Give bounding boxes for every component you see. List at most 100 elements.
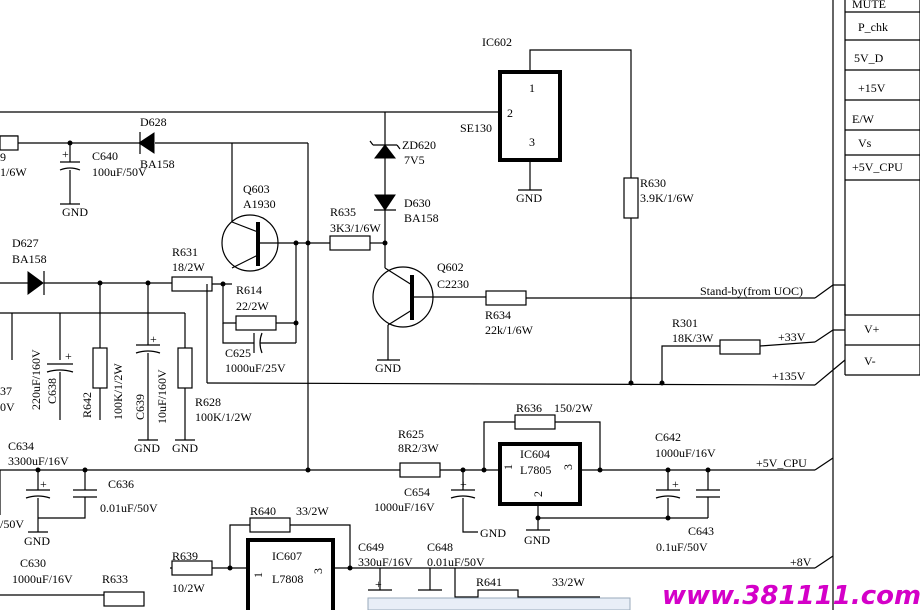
zd620-ref: ZD620 (402, 138, 436, 152)
watermark: www.381111.com (662, 581, 920, 610)
c648-val: 0.01uF/50V (427, 555, 485, 569)
conn-label-vs: Vs (858, 136, 872, 150)
c642-plus: + (672, 477, 679, 491)
ic602: IC602 SE130 1 2 3 GND (460, 35, 632, 205)
d627-val: BA158 (12, 252, 47, 266)
ic604-gnd: GND (524, 533, 550, 547)
d628-ref: D628 (140, 115, 167, 129)
c640-gnd: GND (62, 205, 88, 219)
c649-ref: C649 (358, 540, 384, 554)
bottom-strip (367, 597, 631, 610)
r625-ref: R625 (398, 427, 424, 441)
r628-ref: R628 (195, 395, 221, 409)
r628-val: 100K/1/2W (195, 410, 252, 424)
left-frag-e: /50V (0, 517, 24, 531)
ic604-ref: IC604 (520, 447, 550, 461)
rail-5v-cpu: C634 3300uF/16V + GND /50V C636 0.01uF/5… (0, 401, 815, 554)
zd620-d630-branch: ZD620 7V5 D630 BA158 (369, 112, 439, 268)
conn-label-5v-d: 5V_D (854, 51, 884, 65)
ic607-pin1: 1 (251, 572, 265, 578)
r640-ref: R640 (250, 504, 276, 518)
c634-plus: + (40, 477, 47, 491)
left-frag-d: 0V (0, 400, 15, 414)
ic604-pin2: 2 (531, 491, 545, 497)
ic604-part: L7805 (520, 463, 551, 477)
r631-ref: R631 (172, 245, 198, 259)
ic607-ref: IC607 (272, 549, 302, 563)
q603: Q603 A1930 (221, 143, 330, 272)
conn-label-5v-cpu: +5V_CPU (852, 160, 903, 174)
ic602-pin2: 2 (507, 106, 513, 120)
q602: Q602 C2230 GND (372, 260, 486, 375)
conn-label-vplus: V+ (864, 322, 880, 336)
d630-val: BA158 (404, 211, 439, 225)
left-resistor-fragment (0, 135, 19, 151)
c630-val: 1000uF/16V (12, 572, 73, 586)
c654-val: 1000uF/16V (374, 500, 435, 514)
r628-gnd: GND (172, 441, 198, 455)
c625-val: 1000uF/25V (225, 361, 286, 375)
conn-label-mute: MUTE (852, 0, 886, 11)
rail-8v-label: +8V (790, 555, 812, 569)
r631-val: 18/2W (172, 260, 205, 274)
c640-val: 100uF/50V (92, 165, 147, 179)
ic602-ref: IC602 (482, 35, 512, 49)
c654-ref: C654 (404, 485, 430, 499)
conn-label-vminus: V- (864, 354, 876, 368)
c630-ref: C630 (20, 556, 46, 570)
left-frag-a: 9 (0, 150, 6, 164)
c638-ref: C638 (45, 378, 59, 404)
d627-ref: D627 (12, 236, 39, 250)
r634-ref: R634 (485, 308, 511, 322)
r634-val: 22k/1/6W (485, 323, 534, 337)
q602-gnd: GND (375, 361, 401, 375)
c654-gnd: GND (480, 526, 506, 540)
q603-part: A1930 (243, 197, 276, 211)
r630: R630 3.9K/1/6W (623, 176, 694, 383)
c649-val: 330uF/16V (358, 555, 413, 569)
c639-plus: + (150, 332, 157, 346)
left-frag-b: 1/6W (0, 165, 27, 179)
r642-val: 100K/1/2W (111, 363, 125, 420)
rail-5v-cpu-label: +5V_CPU (756, 456, 807, 470)
d627-branch: D627 BA158 R631 18/2W R614 22/2W C625 10… (0, 236, 299, 383)
r639-val: 10/2W (172, 581, 205, 595)
r636-ref: R636 (516, 401, 542, 415)
zd620-val: 7V5 (404, 153, 425, 167)
ic602-gnd: GND (516, 191, 542, 205)
c636-val: 0.01uF/50V (100, 501, 158, 515)
c638-plus: + (65, 349, 72, 363)
r614-ref: R614 (236, 283, 262, 297)
ic602-part: SE130 (460, 121, 492, 135)
rail-135v (206, 382, 816, 386)
connector-block: MUTE P_chk 5V_D +15V E/W Vs +5V_CPU V+ V… (814, 0, 920, 610)
c625-ref: C625 (225, 346, 251, 360)
r301: R301 18K/3W +33V (661, 316, 816, 383)
r301-ref: R301 (672, 316, 698, 330)
r639-ref: R639 (172, 549, 198, 563)
q602-ref: Q602 (437, 260, 464, 274)
r640-val: 33/2W (296, 504, 329, 518)
r642-ref: R642 (80, 392, 94, 418)
standby-label: Stand-by(from UOC) (700, 284, 803, 298)
c642-ref: C642 (655, 430, 681, 444)
d628-val: BA158 (140, 157, 175, 171)
r635: R635 3K3/1/6W (329, 205, 388, 251)
ic604-pin3: 3 (561, 464, 575, 470)
c642-val: 1000uF/16V (655, 446, 716, 460)
c636-ref: C636 (108, 477, 134, 491)
c634-val: 3300uF/16V (8, 454, 69, 468)
r641-val: 33/2W (552, 575, 585, 589)
ic607-part: L7808 (272, 572, 303, 586)
r635-ref: R635 (330, 205, 356, 219)
d630-ref: D630 (404, 196, 431, 210)
c648-ref: C648 (427, 540, 453, 554)
c643-val: 0.1uF/50V (656, 540, 708, 554)
conn-label-15v: +15V (858, 81, 886, 95)
r633-ref: R633 (102, 572, 128, 586)
r630-val: 3.9K/1/6W (640, 191, 694, 205)
ic604-pin1: 1 (501, 464, 515, 470)
c638-val: 220uF/160V (29, 349, 43, 410)
rail-33v-label: +33V (778, 330, 806, 344)
